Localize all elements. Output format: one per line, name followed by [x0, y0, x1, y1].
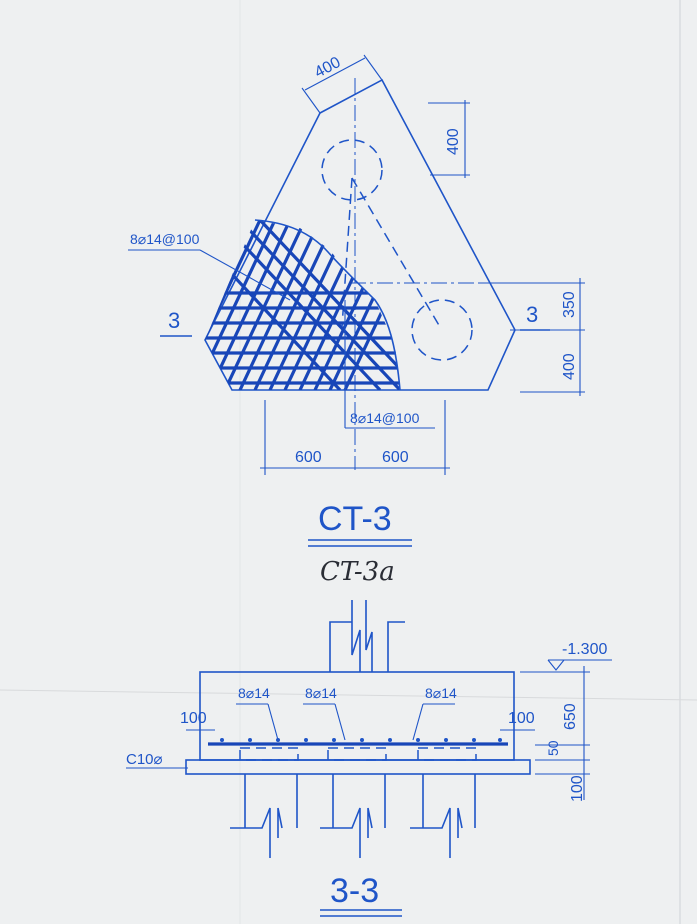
pile-link-dash: [351, 177, 441, 328]
pile-top: [321, 139, 383, 201]
pile-cap-plan: 400 400 350 400 3 3 8⌀14@100 8⌀14@100 60…: [128, 54, 585, 587]
cover-right: 100: [508, 710, 535, 727]
rebar-label-upper: 8⌀14@100: [130, 231, 200, 247]
section-mark-left: 3: [168, 308, 180, 333]
rebar-label-3: 8⌀14: [425, 685, 457, 701]
rebar-label-lower: 8⌀14@100: [350, 410, 420, 426]
pile-link-dash-2: [341, 177, 353, 328]
dim-50: 50: [545, 740, 561, 756]
handwritten-note: CT-3a: [320, 557, 395, 587]
dim-right-upper: 350: [561, 291, 578, 318]
elevation-label: -1.300: [562, 641, 607, 658]
dim-650: 650: [562, 703, 579, 730]
plan-title: CT-3: [318, 500, 392, 538]
rebar-label-1: 8⌀14: [238, 685, 270, 701]
pile-right: [411, 299, 473, 361]
dim-bottom-left: 600: [295, 449, 322, 466]
section-mark-right: 3: [526, 302, 538, 327]
rebar-mesh: [205, 219, 401, 391]
dim-right-lower: 400: [561, 353, 578, 380]
dim-100: 100: [569, 775, 586, 802]
section-3-3: 8⌀14 8⌀14 8⌀14 100 100 C10⌀ -1.300 650 5…: [126, 600, 612, 917]
dim-bottom-right: 600: [382, 449, 409, 466]
section-title: 3-3: [330, 872, 379, 910]
dim-top-height: 400: [445, 128, 462, 155]
rebar-label-2: 8⌀14: [305, 685, 337, 701]
cover-left: 100: [180, 710, 207, 727]
concrete-label: C10⌀: [126, 751, 163, 768]
